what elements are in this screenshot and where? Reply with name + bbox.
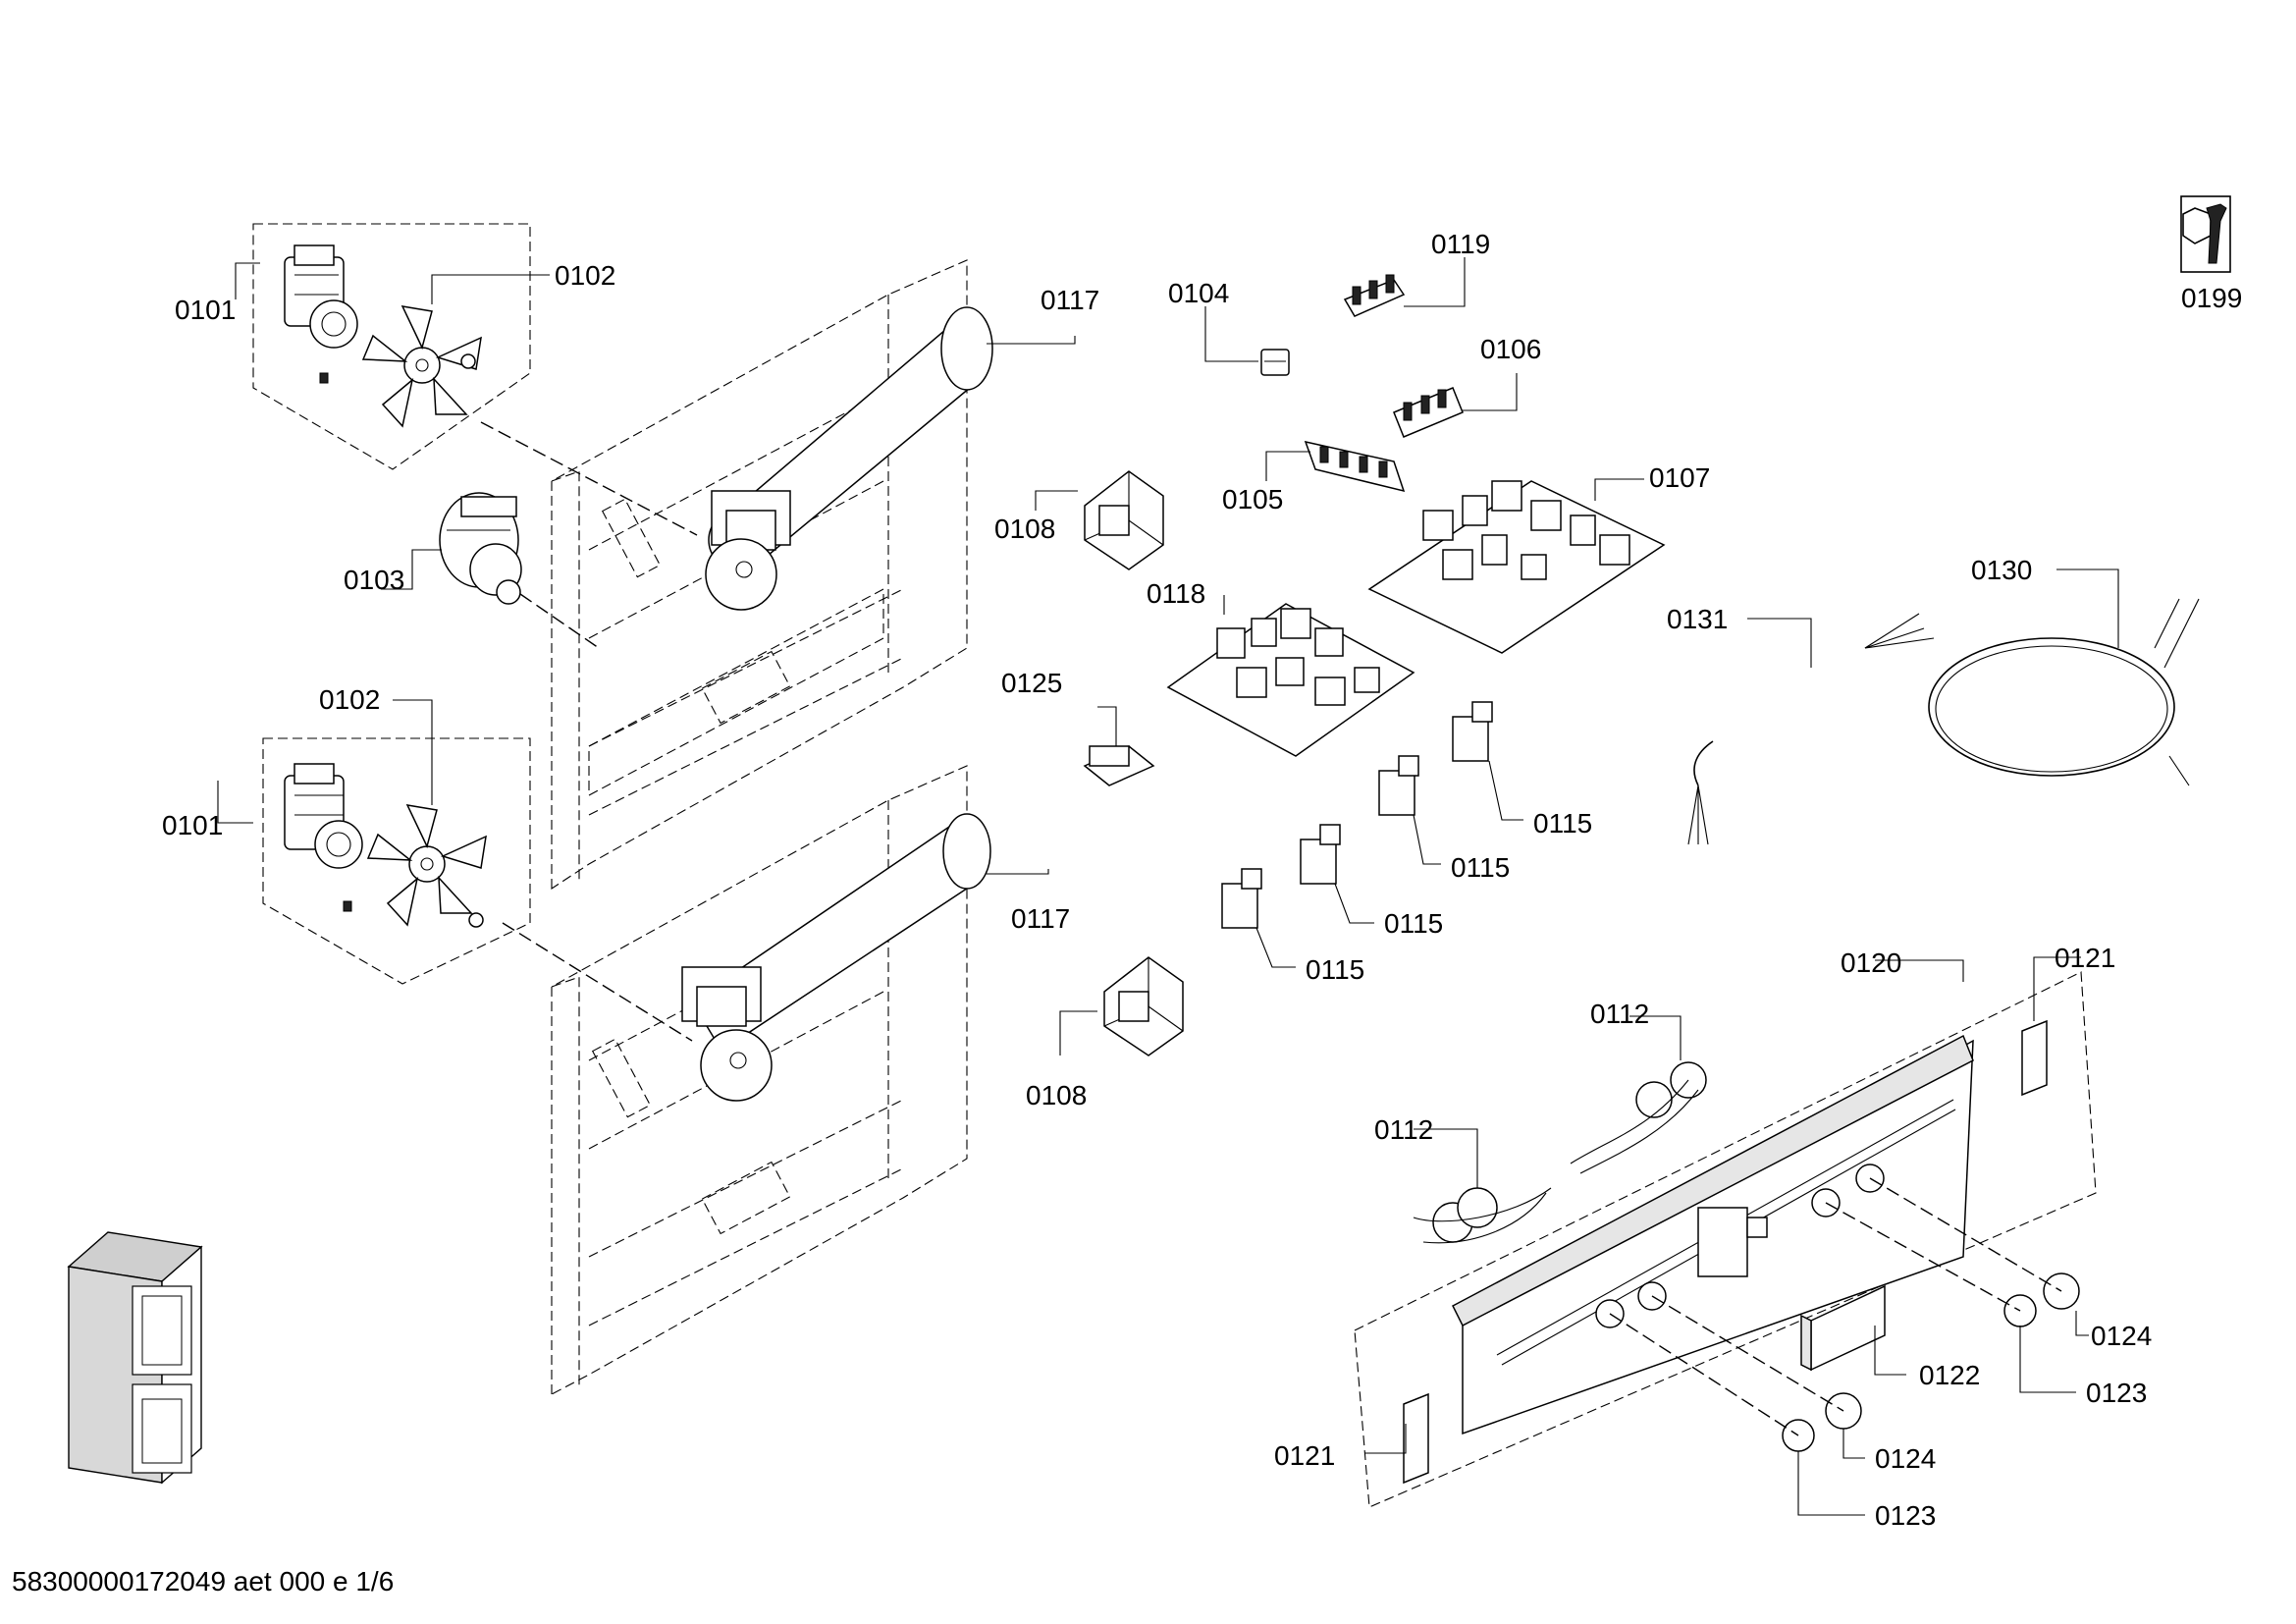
transformer-upper bbox=[1035, 470, 1164, 570]
label-0123-right[interactable]: 0123 bbox=[2086, 1378, 2147, 1408]
heating-element-lower bbox=[681, 813, 991, 1102]
wrench-bolt-icon bbox=[2180, 195, 2231, 273]
display-module-0122 bbox=[1800, 1284, 1906, 1376]
lower-fan-group bbox=[217, 699, 531, 985]
control-board-0118 bbox=[1166, 595, 1415, 757]
label-0108-upper[interactable]: 0108 bbox=[994, 514, 1055, 544]
label-0121-left[interactable]: 0121 bbox=[1274, 1440, 1335, 1471]
part-labels: 0101 0102 0103 0102 0101 0117 0117 0104 … bbox=[162, 229, 2242, 1531]
cooling-fan-motor bbox=[381, 492, 522, 605]
connector-0104 bbox=[1204, 306, 1290, 376]
connector-0106 bbox=[1393, 373, 1518, 438]
label-0101-upper[interactable]: 0101 bbox=[175, 295, 236, 325]
label-0117-upper[interactable]: 0117 bbox=[1041, 285, 1099, 315]
label-0119[interactable]: 0119 bbox=[1431, 229, 1490, 259]
heating-element-upper bbox=[705, 306, 993, 611]
power-cable-0130 bbox=[1928, 568, 2200, 786]
label-0130[interactable]: 0130 bbox=[1971, 555, 2032, 585]
label-0112-upper[interactable]: 0112 bbox=[1590, 999, 1649, 1029]
label-0120[interactable]: 0120 bbox=[1841, 947, 1901, 978]
control-board-0107 bbox=[1367, 478, 1666, 654]
label-0124-left[interactable]: 0124 bbox=[1875, 1443, 1936, 1474]
label-0115-b[interactable]: 0115 bbox=[1451, 852, 1510, 883]
document-id-footer: 58300000172049 aet 000 e 1/6 bbox=[12, 1566, 395, 1597]
control-panel-group bbox=[1354, 956, 2097, 1516]
label-0115-a[interactable]: 0115 bbox=[1533, 808, 1592, 839]
sensor-0115-d bbox=[1221, 868, 1296, 968]
sensor-0115-b bbox=[1378, 755, 1441, 865]
knob-0123-right bbox=[2003, 1294, 2076, 1393]
connector-0105 bbox=[1265, 440, 1406, 493]
label-0106[interactable]: 0106 bbox=[1480, 334, 1541, 364]
label-0121-right[interactable]: 0121 bbox=[2055, 943, 2115, 973]
relay-0125 bbox=[1083, 706, 1155, 786]
oven-back-panel-lower bbox=[502, 588, 1049, 1395]
terminal-block-0119 bbox=[1343, 257, 1466, 317]
label-0123-left[interactable]: 0123 bbox=[1875, 1500, 1936, 1531]
fan-motor-lower bbox=[284, 763, 363, 912]
label-0104[interactable]: 0104 bbox=[1168, 278, 1229, 308]
oven-back-panel-upper bbox=[480, 259, 1076, 891]
transformer-lower bbox=[1059, 956, 1184, 1056]
label-0124-right[interactable]: 0124 bbox=[2091, 1321, 2152, 1351]
label-0118[interactable]: 0118 bbox=[1147, 578, 1205, 609]
label-0102-upper[interactable]: 0102 bbox=[555, 260, 615, 291]
label-0115-c[interactable]: 0115 bbox=[1384, 908, 1443, 939]
label-0102-lower[interactable]: 0102 bbox=[319, 684, 380, 715]
label-0122[interactable]: 0122 bbox=[1919, 1360, 1980, 1390]
label-0131[interactable]: 0131 bbox=[1667, 604, 1728, 634]
label-0101-lower[interactable]: 0101 bbox=[162, 810, 223, 840]
sensor-0115-a bbox=[1452, 701, 1523, 821]
label-0199[interactable]: 0199 bbox=[2181, 283, 2242, 313]
label-0125[interactable]: 0125 bbox=[1001, 668, 1062, 698]
double-oven-icon bbox=[67, 1231, 203, 1485]
bracket-0121-right bbox=[2021, 956, 2081, 1097]
knob-0124-left bbox=[1825, 1392, 1865, 1459]
sensor-0115-c bbox=[1300, 824, 1374, 924]
label-0112-lower[interactable]: 0112 bbox=[1374, 1114, 1433, 1145]
upper-fan-group bbox=[235, 223, 550, 470]
selector-switch-0112-upper bbox=[1570, 1015, 1707, 1174]
label-0105[interactable]: 0105 bbox=[1222, 484, 1283, 514]
label-0108-lower[interactable]: 0108 bbox=[1026, 1080, 1087, 1110]
label-0115-d[interactable]: 0115 bbox=[1306, 954, 1364, 985]
label-0103[interactable]: 0103 bbox=[344, 565, 404, 595]
knob-0124-right bbox=[2043, 1272, 2089, 1336]
selector-switch-0112-lower bbox=[1413, 1128, 1552, 1244]
fan-motor-upper bbox=[284, 244, 358, 384]
bracket-0121-left bbox=[1364, 1392, 1429, 1485]
fan-blade-lower bbox=[366, 804, 487, 927]
label-0107[interactable]: 0107 bbox=[1649, 462, 1710, 493]
cable-harness-0131 bbox=[1687, 613, 1935, 845]
label-0117-lower[interactable]: 0117 bbox=[1011, 903, 1070, 934]
